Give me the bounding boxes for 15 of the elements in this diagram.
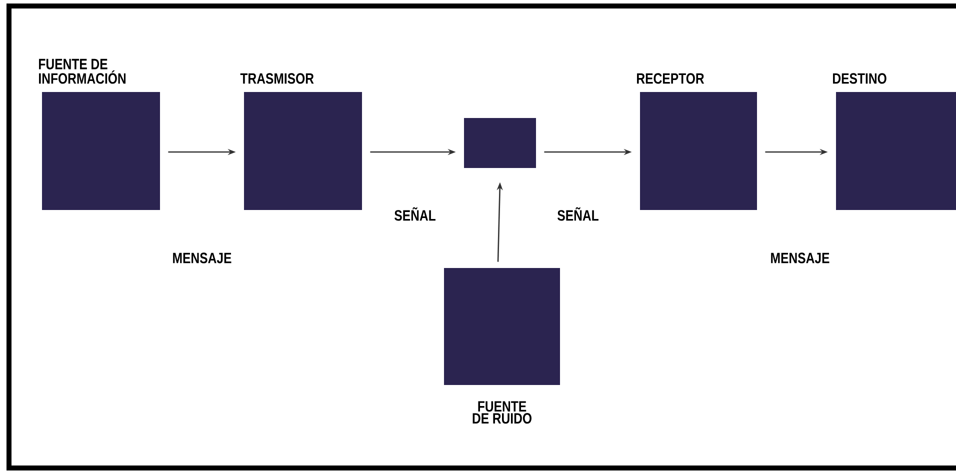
labeled-box: TRASMISOR <box>240 73 362 210</box>
node-label: DESTINO <box>833 73 886 84</box>
node-label: TRASMISOR <box>240 73 314 84</box>
node-label: FUENTE DE INFORMACIÓN <box>39 58 126 84</box>
labeled-box: FUENTE DE INFORMACIÓN <box>39 58 160 210</box>
text-label: MENSAJE <box>771 252 830 264</box>
edge-label: SEÑAL <box>556 206 600 222</box>
labeled-box: FUENTE DE RUIDO <box>444 268 560 424</box>
labeled-box: RECEPTOR <box>637 73 757 210</box>
labeled-box: DESTINO <box>833 73 956 210</box>
node-label: FUENTE DE RUIDO <box>472 401 532 424</box>
edge-label: SEÑAL <box>393 206 437 222</box>
text-label: MENSAJE <box>173 252 232 264</box>
node-label: RECEPTOR <box>637 73 704 84</box>
small-box <box>464 118 536 168</box>
